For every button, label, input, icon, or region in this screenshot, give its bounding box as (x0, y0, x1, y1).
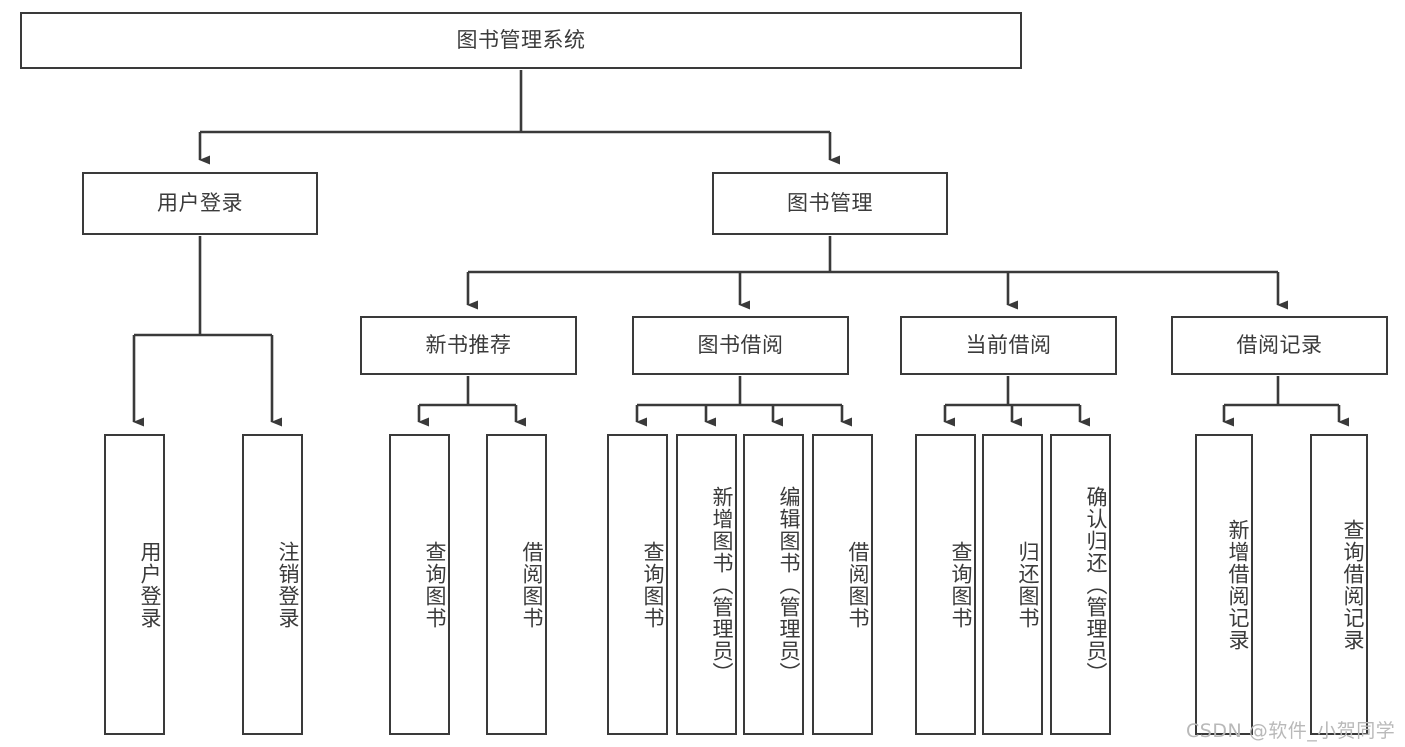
node-leaf-add-book[interactable]: 新增图书（管理员） (676, 434, 737, 735)
node-leaf-confirm-return-label: 确认归还（管理员） (1084, 485, 1108, 684)
node-borrow-record[interactable]: 借阅记录 (1171, 316, 1388, 375)
node-leaf-add-book-label: 新增图书（管理员） (710, 485, 734, 684)
node-leaf-query-book-2[interactable]: 查询图书 (607, 434, 668, 735)
node-book-borrow-label: 图书借阅 (697, 332, 784, 357)
node-leaf-query-record[interactable]: 查询借阅记录 (1310, 434, 1368, 735)
node-leaf-edit-book-label: 编辑图书（管理员） (777, 485, 801, 684)
node-leaf-borrow-book-2-label: 借阅图书 (846, 540, 870, 629)
csdn-watermark: CSDN @软件_小贺同学 (1186, 720, 1396, 742)
node-leaf-user-login[interactable]: 用户登录 (104, 434, 165, 735)
node-leaf-return-book[interactable]: 归还图书 (982, 434, 1043, 735)
node-current-borrow[interactable]: 当前借阅 (900, 316, 1117, 375)
node-leaf-add-record-label: 新增借阅记录 (1226, 518, 1250, 651)
node-root-system[interactable]: 图书管理系统 (20, 12, 1022, 69)
node-leaf-user-login-label: 用户登录 (138, 540, 162, 629)
node-leaf-borrow-book-1-label: 借阅图书 (520, 540, 544, 629)
node-user-login[interactable]: 用户登录 (82, 172, 318, 235)
node-leaf-add-record[interactable]: 新增借阅记录 (1195, 434, 1253, 735)
node-leaf-return-book-label: 归还图书 (1016, 540, 1040, 629)
node-leaf-logout-login[interactable]: 注销登录 (242, 434, 303, 735)
node-leaf-query-book-3-label: 查询图书 (949, 540, 973, 629)
node-leaf-query-book-3[interactable]: 查询图书 (915, 434, 976, 735)
node-leaf-query-book-1-label: 查询图书 (423, 540, 447, 629)
node-current-borrow-label: 当前借阅 (965, 332, 1052, 357)
node-leaf-confirm-return[interactable]: 确认归还（管理员） (1050, 434, 1111, 735)
node-leaf-query-book-1[interactable]: 查询图书 (389, 434, 450, 735)
node-leaf-query-record-label: 查询借阅记录 (1341, 518, 1365, 651)
node-leaf-logout-login-label: 注销登录 (276, 540, 300, 629)
node-leaf-borrow-book-1[interactable]: 借阅图书 (486, 434, 547, 735)
node-book-borrow[interactable]: 图书借阅 (632, 316, 849, 375)
node-new-book-recommend-label: 新书推荐 (425, 332, 512, 357)
node-leaf-query-book-2-label: 查询图书 (641, 540, 665, 629)
node-leaf-edit-book[interactable]: 编辑图书（管理员） (743, 434, 804, 735)
node-user-login-label: 用户登录 (157, 190, 243, 215)
node-new-book-recommend[interactable]: 新书推荐 (360, 316, 577, 375)
node-book-management[interactable]: 图书管理 (712, 172, 948, 235)
node-book-management-label: 图书管理 (787, 190, 873, 215)
node-borrow-record-label: 借阅记录 (1236, 332, 1323, 357)
node-root-system-label: 图书管理系统 (456, 27, 586, 52)
node-leaf-borrow-book-2[interactable]: 借阅图书 (812, 434, 873, 735)
